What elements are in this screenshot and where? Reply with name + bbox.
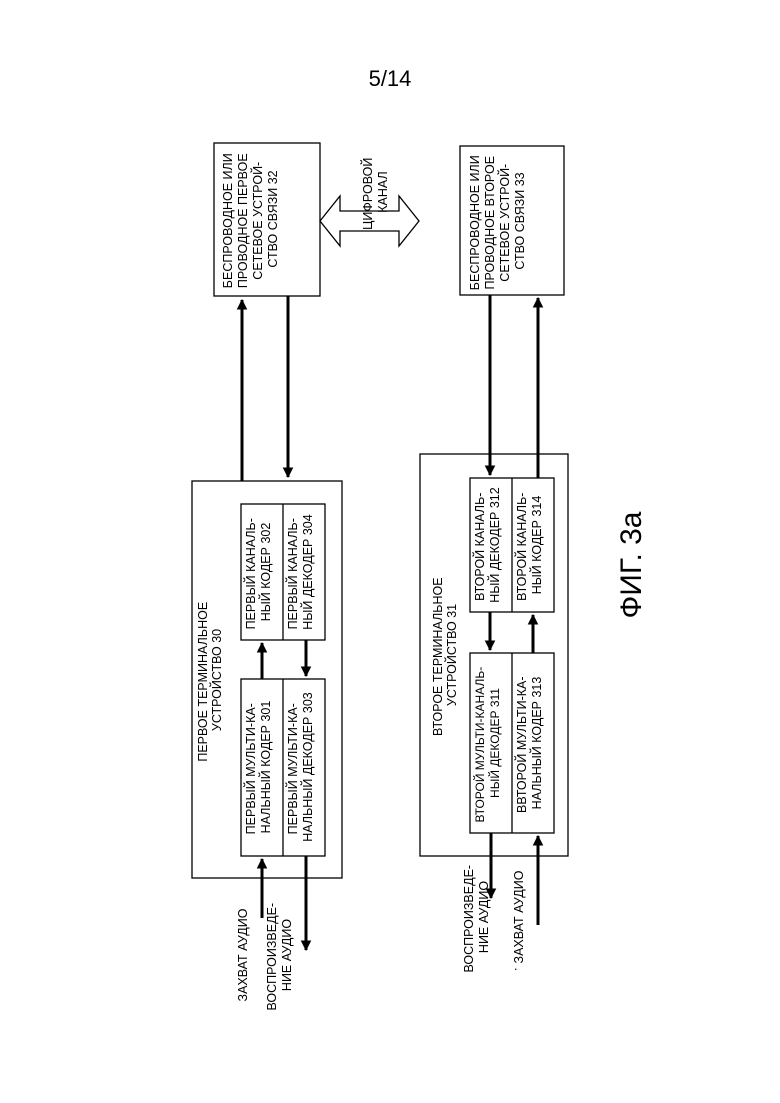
- terminal-2-multichannel-encoder-label: ВВТОРОЙ МУЛЬТИ-КА- НАЛЬНЫЙ КОДЕР 313: [514, 673, 544, 813]
- terminal-2-channel-encoder-label: ВТОРОЙ КАНАЛЬ- НЫЙ КОДЕР 314: [514, 489, 544, 601]
- digital-channel-label: ЦИФРОВОЙ КАНАЛ: [360, 154, 390, 230]
- network-device-33-label: БЕСПРОВОДНОЕ ИЛИ ПРОВОДНОЕ ВТОРОЕ СЕТЕВО…: [468, 152, 527, 290]
- terminal-2-multichannel-decoder-label: ВТОРОЙ МУЛЬТИ-КАНАЛЬ- НЫЙ ДЕКОДЕР 311: [472, 663, 502, 822]
- terminal-1-audio-capture-label: ЗАХВАТ АУДИО: [236, 908, 250, 1001]
- terminal-2-dot-mark: .: [514, 959, 517, 973]
- terminal-1-multichannel-encoder-label: ПЕРВЫЙ МУЛЬТИ-КА- НАЛЬНЫЙ КОДЕР 301: [243, 700, 273, 835]
- terminal-1-multichannel-decoder-label: ПЕРВЫЙ МУЛЬТИ-КА- НАЛЬНЫЙ ДЕКОДЕР 303: [285, 692, 315, 842]
- terminal-1-channel-encoder-label: ПЕРВЫЙ КАНАЛЬ- НЫЙ КОДЕР 302: [243, 515, 273, 630]
- terminal-2-title: ВТОРОЕ ТЕРМИНАЛЬНОЕ УСТРОЙСТВО 31: [431, 574, 459, 736]
- terminal-2-audio-capture-label: ЗАХВАТ АУДИО: [512, 870, 526, 963]
- terminal-1-title: ПЕРВОЕ ТЕРМИНАЛЬНОЕ УСТРОЙСТВО 30: [196, 598, 224, 761]
- terminal-2-channel-decoder-label: ВТОРОЙ КАНАЛЬ- НЫЙ ДЕКОДЕР 312: [472, 487, 502, 602]
- figure-label: ФИГ. 3а: [615, 511, 648, 618]
- terminal-2-audio-playback-label: ВОСПРОИЗВЕДЕ- НИЕ АУДИО: [462, 861, 491, 972]
- network-device-32-label: БЕСПРОВОДНОЕ ИЛИ ПРОВОДНОЕ ПЕРВОЕ СЕТЕВО…: [221, 150, 280, 288]
- terminal-1-channel-decoder-label: ПЕРВЫЙ КАНАЛЬ- НЫЙ ДЕКОДЕР 304: [285, 514, 315, 629]
- terminal-1-audio-playback-label: ВОСПРОИЗВЕДЕ- НИЕ АУДИО: [265, 899, 294, 1010]
